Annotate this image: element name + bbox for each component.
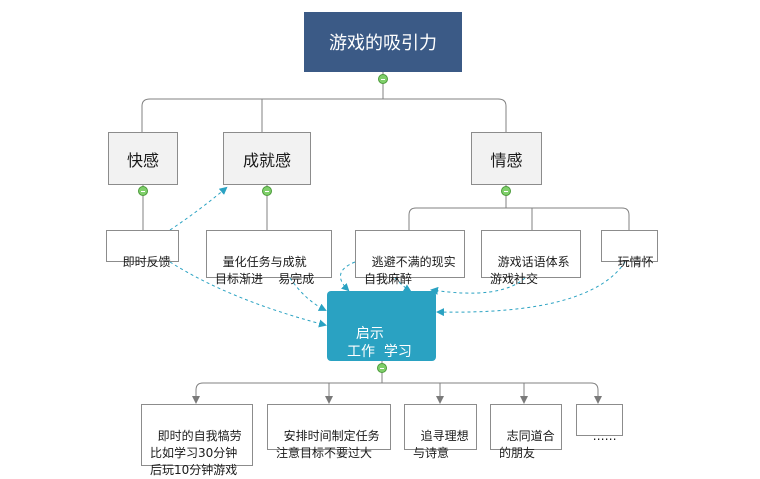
achievement-collapse-icon[interactable] xyxy=(262,186,272,196)
category-emotion-label: 情感 xyxy=(490,150,523,170)
root-connectors xyxy=(141,72,507,132)
hub-connectors xyxy=(192,361,602,404)
category-emotion[interactable]: 情感 xyxy=(471,132,542,185)
leaf-game-language-label: 游戏话语体系 游戏社交 xyxy=(490,255,570,286)
insight-time-planning[interactable]: 安排时间制定任务 注意目标不要过大 xyxy=(267,404,391,460)
insight-self-reward[interactable]: 即时的自我犒劳 比如学习30分钟 后玩10分钟游戏 xyxy=(141,404,253,477)
leaf-quantified-tasks[interactable]: 量化任务与成就 目标渐进 易完成 xyxy=(206,230,332,286)
root-label: 游戏的吸引力 xyxy=(329,33,437,54)
dashed-relationships xyxy=(169,186,626,328)
pleasure-collapse-icon[interactable] xyxy=(138,186,148,196)
category-connectors xyxy=(142,185,630,230)
category-achievement[interactable]: 成就感 xyxy=(223,132,311,185)
link-tasks-to-hub xyxy=(289,277,327,311)
link-feedback-to-hub xyxy=(169,261,327,328)
link-escape-to-hub xyxy=(340,261,356,292)
category-pleasure[interactable]: 快感 xyxy=(108,132,178,185)
emotion-collapse-icon[interactable] xyxy=(501,186,511,196)
insight-more[interactable]: …… xyxy=(576,404,623,443)
insight-self-reward-label: 即时的自我犒劳 比如学习30分钟 后玩10分钟游戏 xyxy=(150,429,242,477)
insight-time-planning-label: 安排时间制定任务 注意目标不要过大 xyxy=(276,429,380,460)
leaf-quantified-tasks-label: 量化任务与成就 目标渐进 易完成 xyxy=(215,255,315,286)
leaf-instant-feedback-label: 即时反馈 xyxy=(122,255,171,269)
leaf-game-language[interactable]: 游戏话语体系 游戏社交 xyxy=(481,230,581,286)
category-achievement-label: 成就感 xyxy=(242,150,291,170)
hub-label: 启示 工作 学习 xyxy=(347,326,412,360)
link-escape-to-hub-2 xyxy=(394,277,412,293)
leaf-escape-reality-label: 逃避不满的现实 自我麻醉 xyxy=(364,255,456,286)
insight-like-minded[interactable]: 志同道合 的朋友 xyxy=(490,404,562,460)
insight-more-label: …… xyxy=(592,429,617,443)
category-pleasure-label: 快感 xyxy=(126,150,159,170)
hub-collapse-icon[interactable] xyxy=(377,363,387,373)
insight-like-minded-label: 志同道合 的朋友 xyxy=(499,429,555,460)
leaf-play-feelings-label: 玩情怀 xyxy=(617,255,654,269)
insight-pursue-ideals-label: 追寻理想 与诗意 xyxy=(413,429,469,460)
root-node[interactable]: 游戏的吸引力 xyxy=(304,12,462,72)
leaf-play-feelings[interactable]: 玩情怀 xyxy=(601,230,658,269)
link-feedback-to-achievement xyxy=(169,186,228,231)
insight-pursue-ideals[interactable]: 追寻理想 与诗意 xyxy=(404,404,477,460)
link-language-to-hub xyxy=(430,277,526,295)
leaf-instant-feedback[interactable]: 即时反馈 xyxy=(106,230,179,269)
hub-node[interactable]: 启示 工作 学习 xyxy=(327,291,436,361)
root-collapse-icon[interactable] xyxy=(378,74,388,84)
leaf-escape-reality[interactable]: 逃避不满的现实 自我麻醉 xyxy=(355,230,465,286)
